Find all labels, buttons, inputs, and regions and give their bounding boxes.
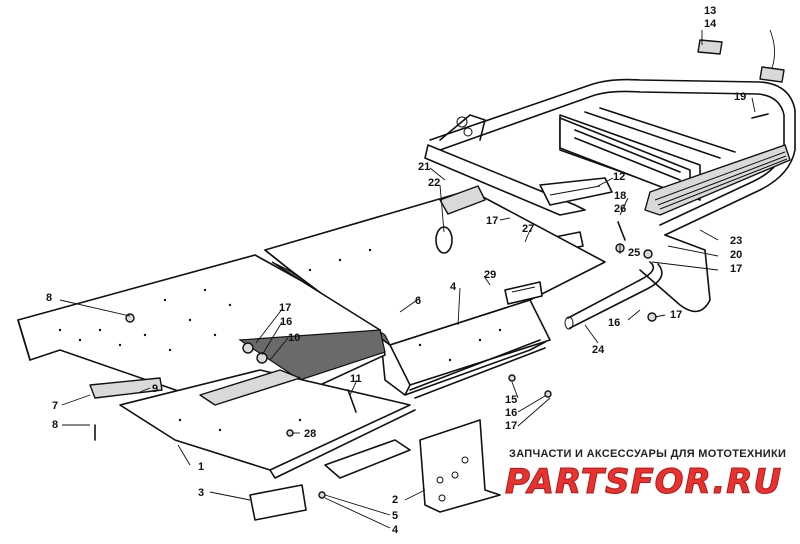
callout-16-a: 16 bbox=[280, 316, 292, 328]
callout-4-a: 4 bbox=[450, 281, 457, 293]
callout-5: 5 bbox=[392, 510, 398, 522]
callout-18: 18 bbox=[614, 190, 626, 202]
callout-15: 15 bbox=[505, 394, 517, 406]
callout-20: 20 bbox=[730, 249, 742, 261]
callout-22: 22 bbox=[428, 177, 440, 189]
callout-24: 24 bbox=[592, 344, 605, 356]
callout-13: 13 bbox=[704, 5, 716, 17]
leader-lines bbox=[59, 29, 775, 529]
callout-16-c: 16 bbox=[505, 407, 517, 419]
callout-8-a: 8 bbox=[46, 292, 52, 304]
callout-17-d: 17 bbox=[670, 309, 682, 321]
callout-2: 2 bbox=[392, 494, 398, 506]
floor-panel-assembly bbox=[17, 248, 552, 521]
center-panel-assembly bbox=[264, 185, 606, 396]
callout-17-c: 17 bbox=[279, 302, 291, 314]
callout-4-b: 4 bbox=[392, 524, 399, 536]
watermark-tagline: ЗАПЧАСТИ И АКСЕССУАРЫ ДЛЯ МОТОТЕХНИКИ bbox=[509, 448, 787, 460]
callout-10: 10 bbox=[288, 332, 300, 344]
callout-17-e: 17 bbox=[505, 420, 517, 432]
callout-12: 12 bbox=[613, 171, 625, 183]
callout-17-b: 17 bbox=[730, 263, 742, 275]
callout-27: 27 bbox=[522, 223, 534, 235]
callout-7: 7 bbox=[52, 400, 58, 412]
watermark-logo: PARTSFOR.RU bbox=[504, 462, 783, 503]
callout-28: 28 bbox=[304, 428, 316, 440]
callout-16-b: 16 bbox=[608, 317, 620, 329]
callout-3: 3 bbox=[198, 487, 204, 499]
callout-1: 1 bbox=[198, 461, 204, 473]
callout-17-a: 17 bbox=[486, 215, 498, 227]
rear-rack-assembly bbox=[424, 39, 796, 330]
callout-23: 23 bbox=[730, 235, 742, 247]
callout-21: 21 bbox=[418, 161, 430, 173]
callout-19: 19 bbox=[734, 91, 746, 103]
callout-25: 25 bbox=[628, 247, 640, 259]
callout-26: 26 bbox=[614, 203, 626, 215]
callout-labels: 13 14 19 21 22 12 18 26 17 27 25 23 20 1… bbox=[46, 5, 746, 536]
callout-29: 29 bbox=[484, 269, 496, 281]
callout-11: 11 bbox=[350, 373, 362, 385]
callout-14: 14 bbox=[704, 18, 717, 30]
callout-9: 9 bbox=[152, 383, 158, 395]
callout-6: 6 bbox=[415, 295, 421, 307]
callout-8-b: 8 bbox=[52, 419, 58, 431]
